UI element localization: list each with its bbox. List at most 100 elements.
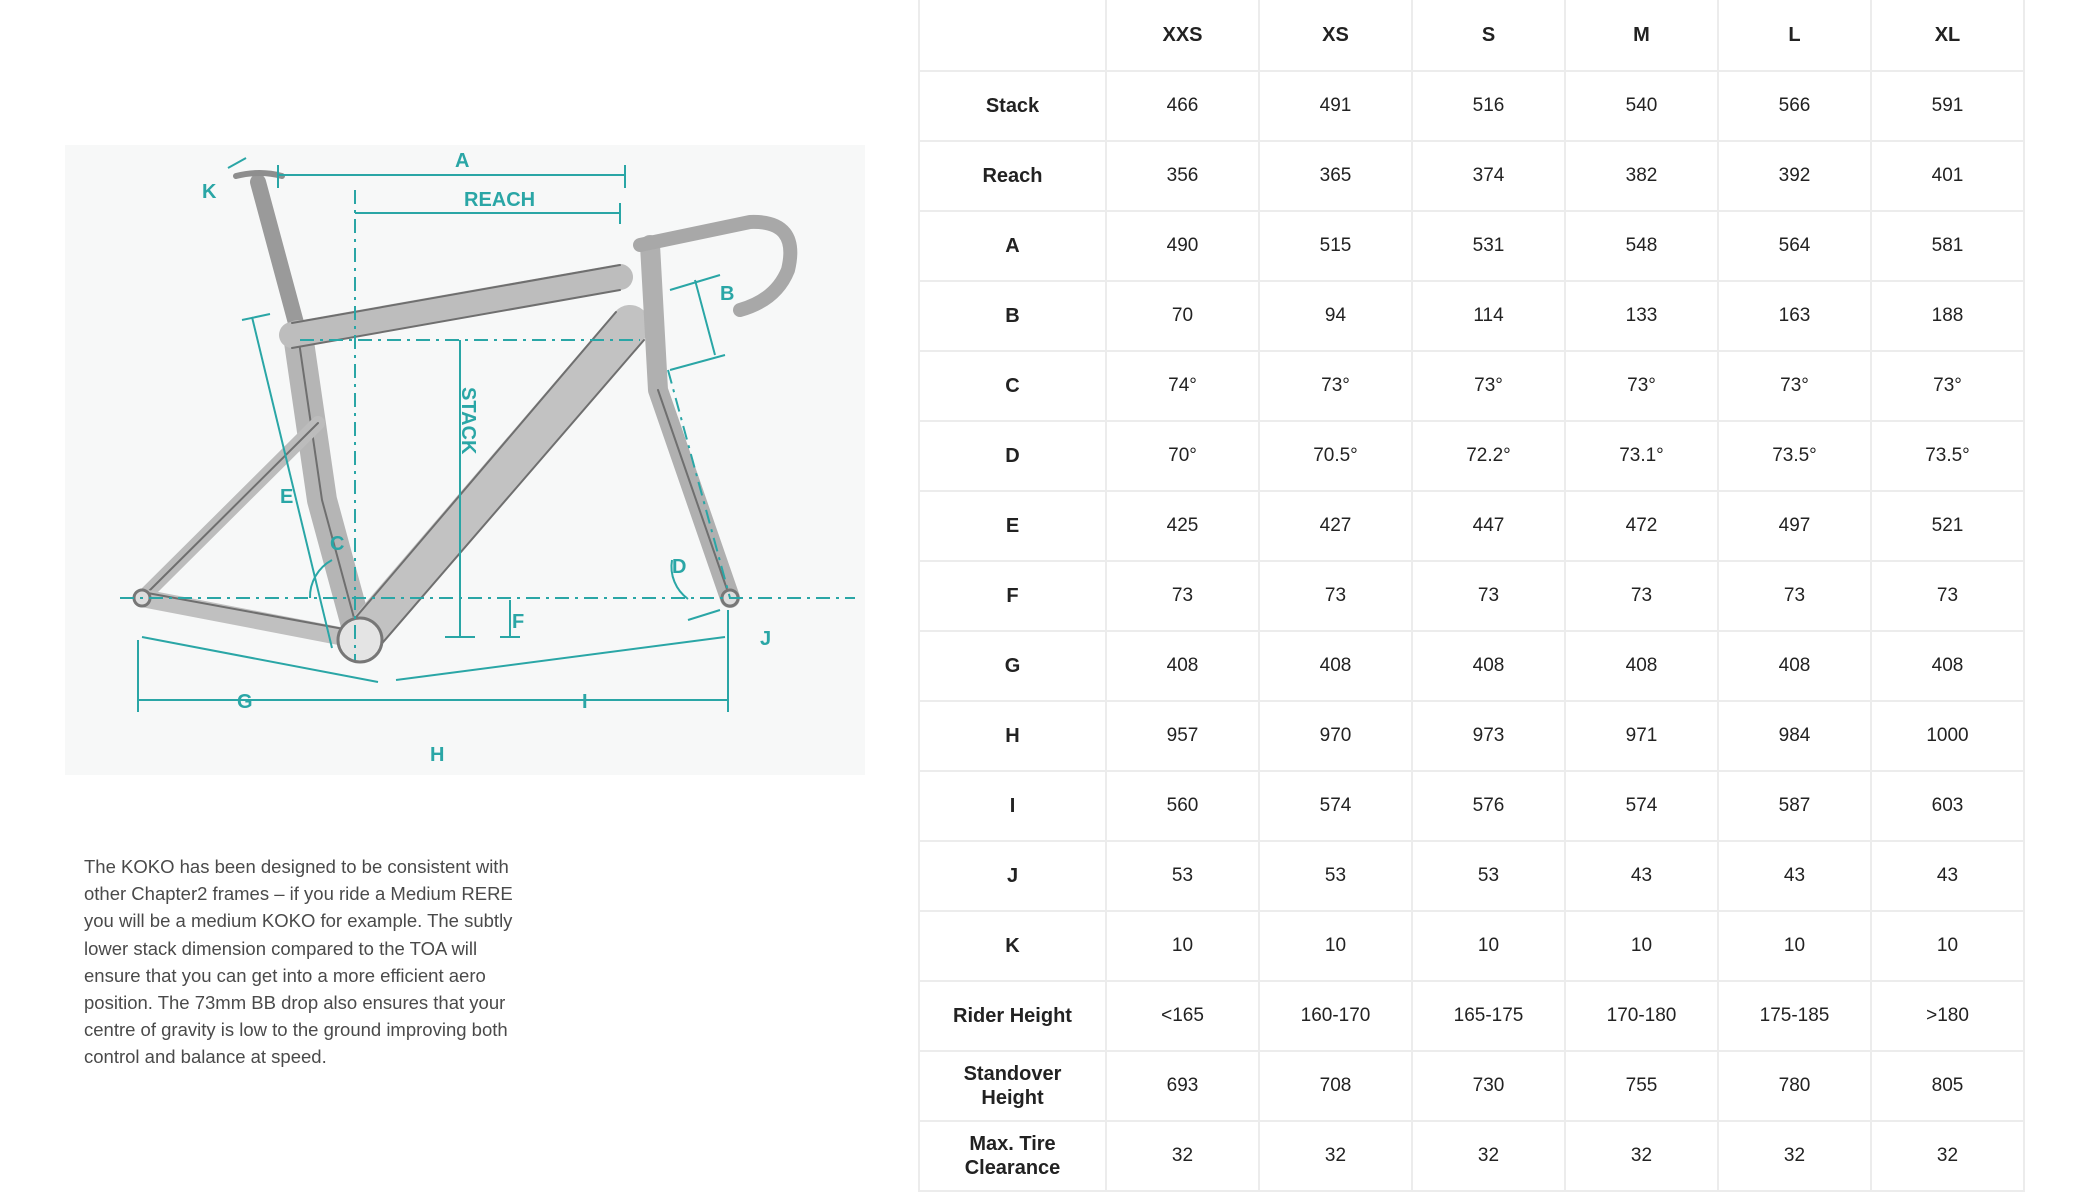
table-cell: 490 (1105, 210, 1260, 282)
table-cell: 73° (1411, 350, 1566, 422)
table-cell: 170-180 (1564, 980, 1719, 1052)
table-cell: 32 (1870, 1120, 2025, 1192)
table-cell: 10 (1717, 910, 1872, 982)
row-label: C (918, 350, 1107, 422)
row-label: J (918, 840, 1107, 912)
table-cell: 73° (1870, 350, 2025, 422)
table-cell: 392 (1717, 140, 1872, 212)
dimension-lines (120, 157, 855, 712)
size-header: M (1564, 0, 1719, 72)
table-cell: 53 (1258, 840, 1413, 912)
row-label: I (918, 770, 1107, 842)
table-cell: 564 (1717, 210, 1872, 282)
table-cell: 408 (1105, 630, 1260, 702)
table-cell: 984 (1717, 700, 1872, 772)
table-cell: 515 (1258, 210, 1413, 282)
table-cell: 730 (1411, 1050, 1566, 1122)
table-cell: 188 (1870, 280, 2025, 352)
table-cell: 53 (1411, 840, 1566, 912)
table-cell: 447 (1411, 490, 1566, 562)
table-cell: 32 (1564, 1120, 1719, 1192)
table-cell: 73 (1717, 560, 1872, 632)
table-cell: 574 (1258, 770, 1413, 842)
table-cell: 382 (1564, 140, 1719, 212)
frame-drawing: A REACH STACK B C D E F G H I J K (65, 145, 865, 775)
row-label: Max. Tire Clearance (918, 1120, 1107, 1192)
table-cell: 114 (1411, 280, 1566, 352)
row-label: D (918, 420, 1107, 492)
table-cell: 32 (1411, 1120, 1566, 1192)
table-cell: 32 (1717, 1120, 1872, 1192)
table-cell: 425 (1105, 490, 1260, 562)
description-text: The KOKO has been designed to be consist… (84, 856, 513, 1068)
table-cell: 408 (1258, 630, 1413, 702)
table-cell: 374 (1411, 140, 1566, 212)
table-cell: 73 (1258, 560, 1413, 632)
table-cell: 165-175 (1411, 980, 1566, 1052)
table-cell: 531 (1411, 210, 1566, 282)
size-header: L (1717, 0, 1872, 72)
table-cell: 10 (1258, 910, 1413, 982)
table-cell: 574 (1564, 770, 1719, 842)
table-cell: 73 (1411, 560, 1566, 632)
table-cell: 540 (1564, 70, 1719, 142)
table-cell: 73° (1717, 350, 1872, 422)
row-label: A (918, 210, 1107, 282)
table-cell: 472 (1564, 490, 1719, 562)
table-cell: 53 (1105, 840, 1260, 912)
table-cell: 401 (1870, 140, 2025, 212)
table-cell: 755 (1564, 1050, 1719, 1122)
table-cell: 43 (1564, 840, 1719, 912)
dim-label-e: E (280, 486, 293, 508)
size-header: XXS (1105, 0, 1260, 72)
dim-label-f: F (512, 611, 524, 633)
table-cell: 32 (1105, 1120, 1260, 1192)
table-cell: 73 (1870, 560, 2025, 632)
table-cell: 163 (1717, 280, 1872, 352)
table-cell: 427 (1258, 490, 1413, 562)
table-cell: 356 (1105, 140, 1260, 212)
row-label: Stack (918, 70, 1107, 142)
table-cell: 72.2° (1411, 420, 1566, 492)
table-cell: 73° (1564, 350, 1719, 422)
table-cell: 408 (1870, 630, 2025, 702)
row-label: E (918, 490, 1107, 562)
table-cell: 408 (1411, 630, 1566, 702)
table-cell: 708 (1258, 1050, 1413, 1122)
dim-label-j: J (760, 628, 771, 650)
dim-label-reach: REACH (464, 189, 535, 211)
table-cell: 576 (1411, 770, 1566, 842)
table-cell: 587 (1717, 770, 1872, 842)
dim-label-g: G (237, 691, 253, 713)
table-cell: 973 (1411, 700, 1566, 772)
table-cell: 408 (1564, 630, 1719, 702)
corner-cell (918, 0, 1107, 72)
table-cell: 32 (1258, 1120, 1413, 1192)
dim-label-k: K (202, 181, 217, 203)
table-cell: 10 (1411, 910, 1566, 982)
table-cell: <165 (1105, 980, 1260, 1052)
table-cell: 10 (1105, 910, 1260, 982)
table-cell: 43 (1870, 840, 2025, 912)
row-label: Rider Height (918, 980, 1107, 1052)
table-cell: 603 (1870, 770, 2025, 842)
row-label: G (918, 630, 1107, 702)
dim-label-d: D (672, 556, 686, 578)
table-cell: 73 (1105, 560, 1260, 632)
size-header: XS (1258, 0, 1413, 72)
table-cell: 73° (1258, 350, 1413, 422)
table-cell: 560 (1105, 770, 1260, 842)
table-cell: 43 (1717, 840, 1872, 912)
table-cell: 693 (1105, 1050, 1260, 1122)
table-cell: 971 (1564, 700, 1719, 772)
table-cell: 160-170 (1258, 980, 1413, 1052)
